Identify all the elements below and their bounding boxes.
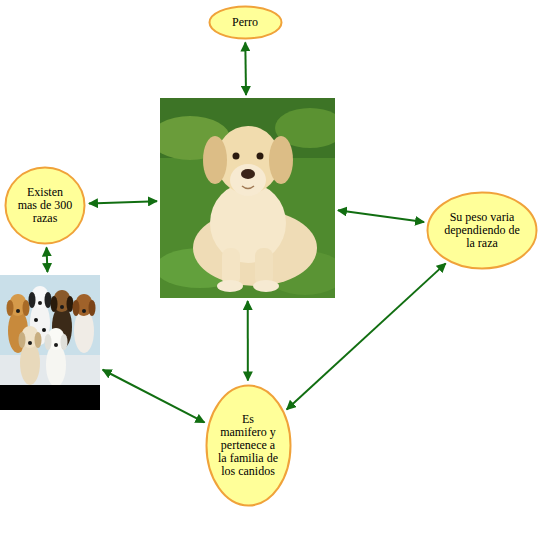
concept-ellipse: Perro <box>208 5 283 40</box>
dog-illustration <box>0 275 100 410</box>
concept-text: Existen mas de 300 razas <box>17 186 73 225</box>
concept-ellipse: Es mamifero y pertenece a la familia de … <box>205 384 292 507</box>
connector-arrow <box>244 42 247 95</box>
connector-arrow <box>338 210 424 222</box>
connector-arrow <box>89 201 157 203</box>
concept-ellipse: Su peso varia dependiendo de la raza <box>426 191 538 270</box>
concept-text: Su peso varia dependiendo de la raza <box>442 211 522 250</box>
dog-photo <box>0 275 100 410</box>
concept-ellipse: Existen mas de 300 razas <box>4 166 86 245</box>
concept-text: Es mamifero y pertenece a la familia de … <box>218 413 278 478</box>
connector-arrow <box>46 247 49 272</box>
connector-arrow <box>247 301 249 381</box>
connector-arrow <box>103 370 205 423</box>
concept-text: Perro <box>220 16 270 29</box>
dog-photo <box>160 98 335 298</box>
dog-illustration <box>160 98 335 298</box>
